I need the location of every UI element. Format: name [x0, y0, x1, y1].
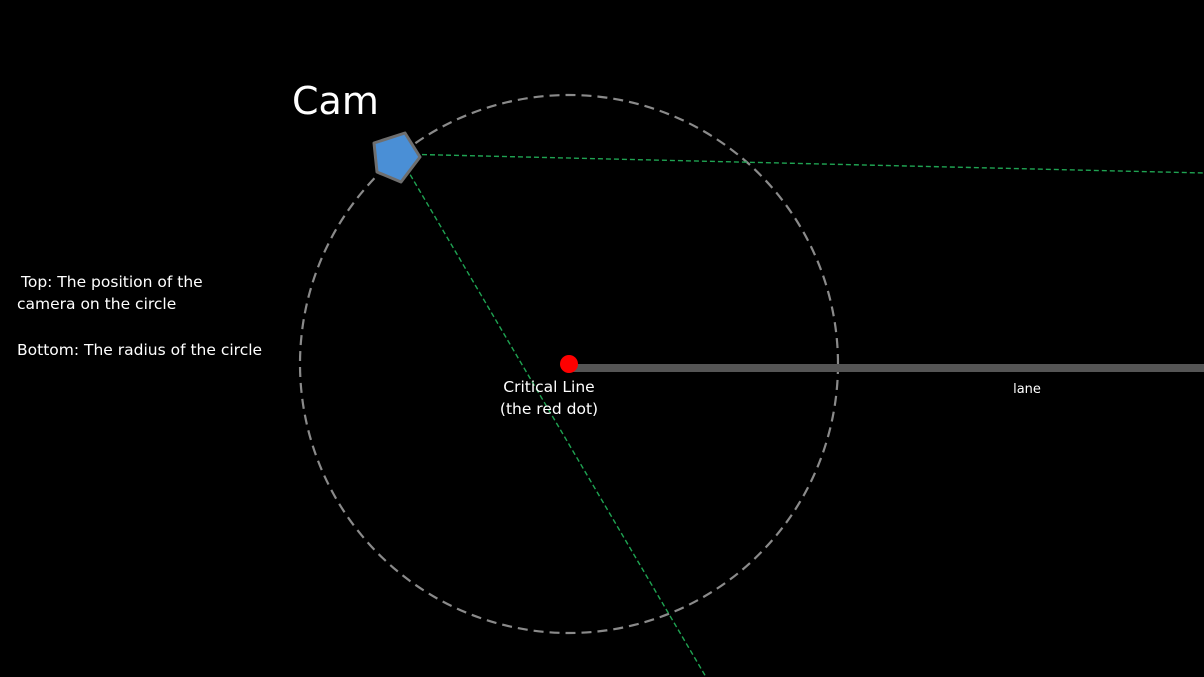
- description-top-line2: camera on the circle: [17, 295, 176, 313]
- critical-red-dot: [560, 355, 578, 373]
- description-bottom: Bottom: The radius of the circle: [17, 341, 262, 359]
- camera-icon: [372, 131, 422, 184]
- sight-line-right: [397, 153, 1204, 174]
- critical-line-label: Critical Line: [503, 378, 594, 396]
- description-top-line1: Top: The position of the: [20, 273, 203, 291]
- critical-line-sublabel: (the red dot): [500, 400, 598, 418]
- lane-label: lane: [1013, 382, 1041, 397]
- sight-line-down: [397, 153, 707, 677]
- cam-title: Cam: [292, 79, 379, 123]
